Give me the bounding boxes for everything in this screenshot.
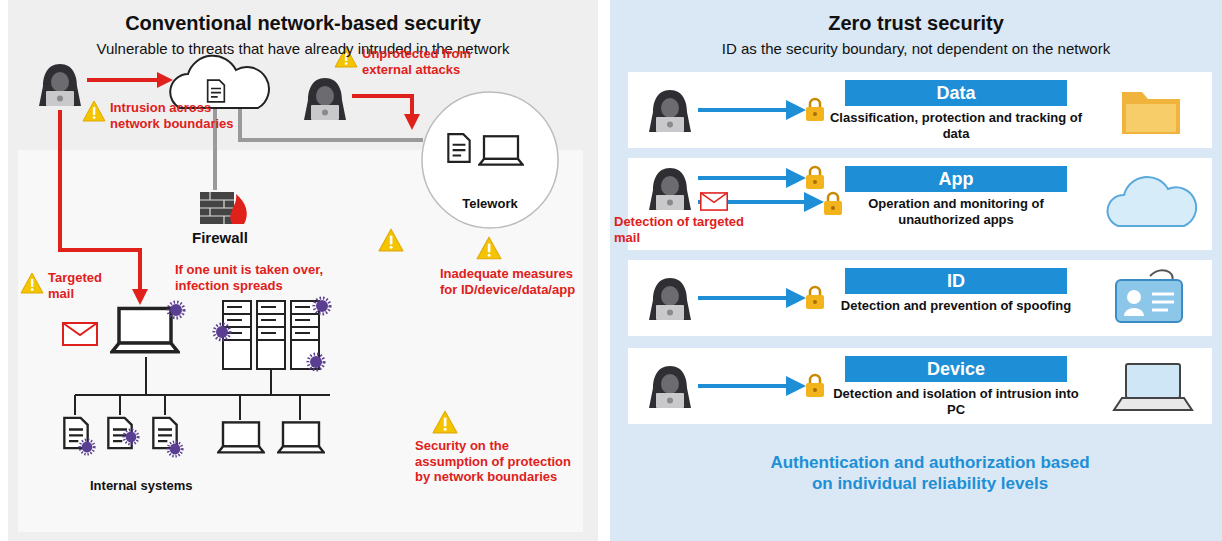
warning-label: If one unit is taken over, infection spr… [175,262,375,293]
warning-label: Unprotected from external attacks [362,46,507,77]
warning-label: Intrusion across network boundaries [110,100,255,131]
body-text: Classification, protection and tracking … [828,110,1084,141]
heading-text: Data [845,80,1067,106]
body-text: ID as the security boundary, not depende… [610,40,1222,57]
body-text: Vulnerable to threats that have already … [8,40,598,57]
panel: Zero trust security ID as the security bo… [610,0,1222,541]
component-label: Firewall [192,229,248,247]
heading-text: ID [845,268,1067,294]
heading-text: Device [845,356,1067,382]
heading-text: Telework [422,196,558,211]
body-text: Detection and isolation of intrusion int… [828,386,1084,417]
heading-text: App [845,166,1067,192]
measure-row: ID Detection and prevention of spoofing [628,260,1212,336]
laptop-icon [1114,364,1192,410]
measure-row: AppOperation and monitoring of unauthori… [628,158,1212,250]
warning-label: Security on the assumption of protection… [415,438,585,485]
body-text: Authentication and authorization based o… [760,452,1100,495]
body-text: Detection and prevention of spoofing [828,298,1084,314]
warning-label: Inadequate measures for ID/device/data/a… [440,266,580,297]
warning-label: Detection of targeted mail [614,214,764,245]
telework-circle: Telework [422,92,558,228]
heading-text: Zero trust security [610,12,1222,35]
warning-label: Targeted mail [48,270,120,301]
measure-row: DataClassification, protection and track… [628,72,1212,148]
id-card-icon [1116,270,1182,322]
group-label: Internal systems [90,478,193,494]
measure-row: DeviceDetection and isolation of intrusi… [628,348,1212,424]
firewall-icon [200,192,247,224]
folder-icon [1122,92,1180,134]
heading-text: Conventional network-based security [8,12,598,35]
body-text: Operation and monitoring of unauthorized… [828,196,1084,227]
